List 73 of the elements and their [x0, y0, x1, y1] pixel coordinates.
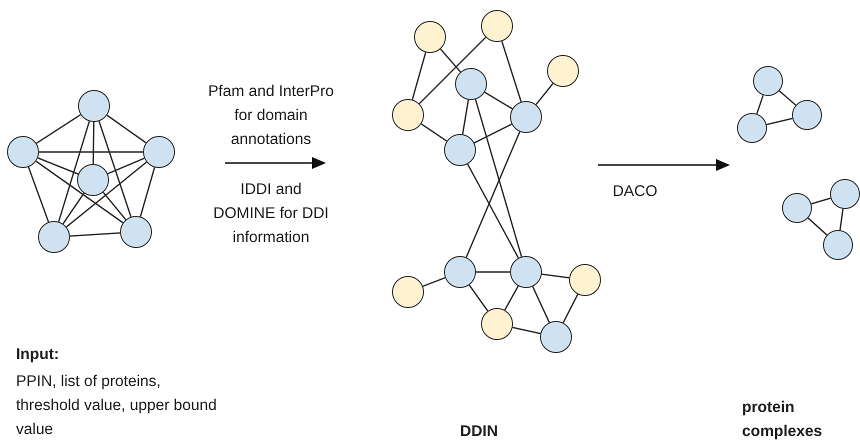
- heading-text: Input:: [16, 345, 60, 365]
- connector-line: [467, 164, 519, 258]
- connector-line: [535, 83, 554, 105]
- protein-node: [143, 136, 175, 168]
- connector-line: [512, 326, 541, 334]
- protein-node: [830, 179, 860, 209]
- protein-node: [120, 216, 152, 248]
- connector-line: [484, 92, 513, 110]
- connector-line: [466, 131, 520, 258]
- connector-line: [476, 271, 510, 273]
- protein-node: [392, 99, 424, 131]
- heading-text: protein complexes: [742, 398, 824, 442]
- protein-node: [444, 134, 476, 166]
- protein-node: [569, 264, 601, 296]
- protein-node: [782, 193, 812, 223]
- connector-line: [422, 277, 446, 287]
- connector-line: [542, 273, 570, 279]
- protein-node: [753, 66, 783, 96]
- protein-node: [481, 10, 513, 42]
- protein-node: [510, 101, 542, 133]
- connector-line: [62, 192, 85, 224]
- protein-node: [38, 221, 70, 253]
- connector-line: [38, 157, 78, 175]
- connector-line: [756, 94, 764, 114]
- connector-line: [102, 192, 126, 220]
- annotation-text: PPIN, list of proteins, threshold value, upper bound value: [16, 372, 218, 440]
- connector-line: [474, 124, 512, 144]
- connector-line: [98, 120, 132, 218]
- protein-node: [547, 55, 579, 87]
- connector-line: [839, 208, 844, 230]
- protein-node: [414, 21, 446, 53]
- connector-line: [36, 160, 124, 224]
- connector-line: [39, 151, 143, 153]
- connector-line: [70, 232, 120, 237]
- connector-line: [92, 122, 94, 164]
- annotation-text: DACO: [612, 182, 658, 202]
- protein-node: [7, 136, 39, 168]
- connector-line: [474, 99, 522, 257]
- protein-node: [78, 90, 110, 122]
- connector-line: [28, 166, 50, 222]
- protein-node: [540, 321, 572, 353]
- protein-node: [77, 164, 109, 196]
- connector-line: [504, 286, 519, 310]
- connector-line: [440, 48, 461, 72]
- connector-line: [420, 123, 448, 142]
- protein-node: [510, 256, 542, 288]
- protein-node: [392, 276, 424, 308]
- protein-node: [792, 100, 822, 130]
- connector-line: [532, 286, 550, 323]
- connector-line: [462, 100, 470, 134]
- connector-line: [766, 118, 793, 126]
- protein-node: [737, 113, 767, 143]
- protein-node: [481, 308, 513, 340]
- connector-line: [58, 121, 90, 222]
- protein-node: [823, 230, 853, 260]
- annotation-text: Pfam and InterPro for domain annotations: [207, 82, 335, 150]
- connector-line: [562, 294, 578, 324]
- connector-line: [66, 162, 147, 228]
- connector-line: [412, 52, 426, 100]
- connector-line: [418, 36, 486, 104]
- connector-line: [106, 114, 146, 144]
- heading-text: DDIN: [460, 422, 499, 442]
- protein-node: [444, 256, 476, 288]
- connector-line: [811, 198, 831, 204]
- annotation-text: IDDI and DOMINE for DDI information: [212, 180, 330, 248]
- connector-line: [501, 41, 522, 102]
- connector-line: [468, 284, 488, 312]
- connector-line: [808, 218, 828, 236]
- connector-line: [140, 167, 156, 217]
- connector-line: [778, 90, 796, 106]
- protein-node: [455, 68, 487, 100]
- connector-line: [107, 158, 145, 174]
- connector-line: [36, 114, 81, 144]
